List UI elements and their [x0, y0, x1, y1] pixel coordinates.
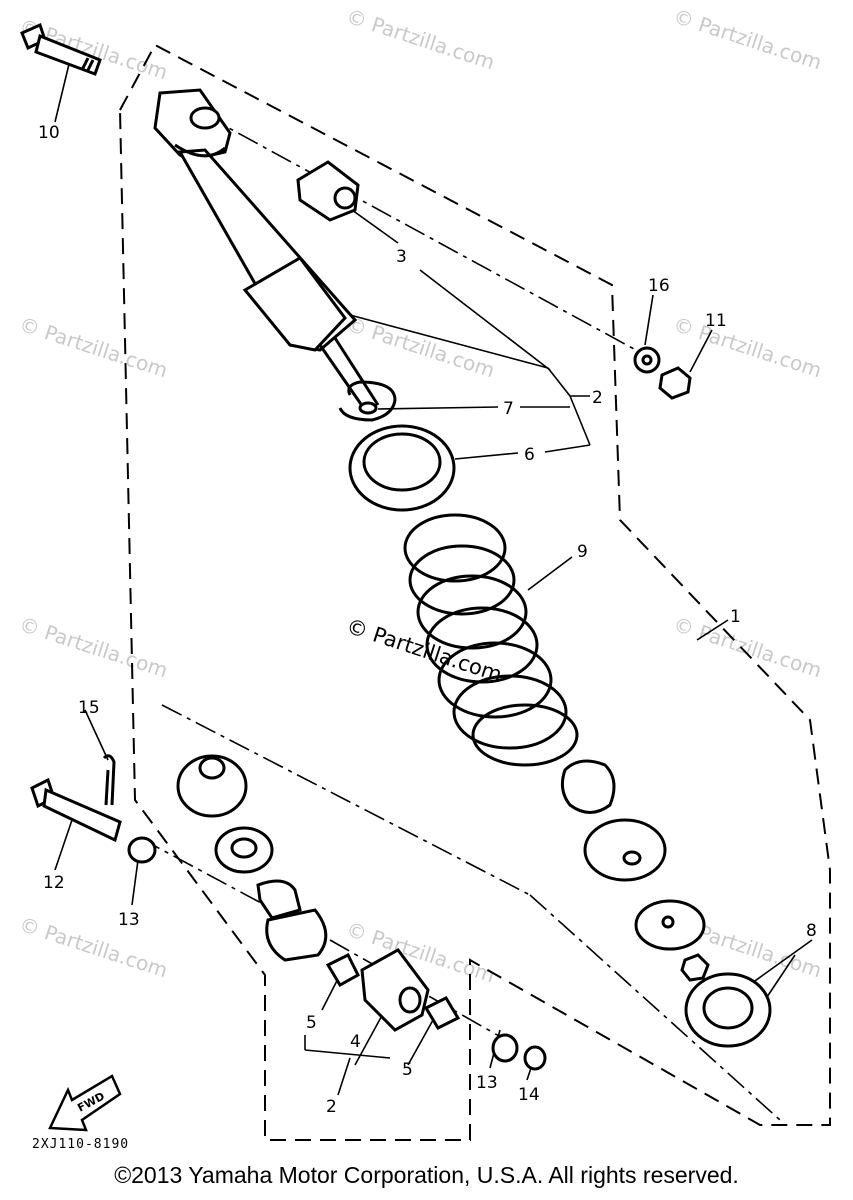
callout-14: 14	[518, 1085, 540, 1105]
callout-5: 5	[402, 1060, 413, 1080]
bump-stopper	[560, 759, 616, 814]
watermark: © Partzilla.com	[16, 312, 170, 383]
center-watermark: © Partzilla.com	[343, 614, 505, 687]
spring-adjuster	[176, 754, 248, 818]
callout-6: 6	[524, 445, 535, 465]
lock-nut-lower	[680, 953, 710, 982]
washer-upper	[633, 346, 661, 374]
callout-8: 8	[806, 921, 817, 941]
coil-spring	[403, 513, 579, 767]
circlip	[338, 380, 397, 422]
callout-11: 11	[705, 311, 727, 331]
lower-seat	[583, 818, 667, 882]
callout-3: 3	[396, 247, 407, 267]
callout-13: 13	[118, 910, 140, 930]
collar	[296, 160, 360, 222]
collar-small-1	[325, 952, 360, 988]
watermark: © Partzilla.com	[16, 912, 170, 983]
lower-bushing	[360, 948, 430, 1032]
forward-arrow-icon: FWD	[48, 1074, 122, 1132]
lower-washer	[491, 1033, 519, 1063]
watermark: © Partzilla.com	[16, 612, 170, 683]
watermark: © Partzilla.com	[343, 312, 497, 383]
drawing-code: 2XJ110-8190	[32, 1137, 129, 1152]
callout-15: 15	[78, 698, 100, 718]
callout-2: 2	[592, 388, 603, 408]
watermark: © Partzilla.com	[670, 612, 824, 683]
callout-12: 12	[43, 873, 65, 893]
callout-16: 16	[648, 276, 670, 296]
lower-pin	[30, 777, 122, 843]
watermark: © Partzilla.com	[670, 4, 824, 75]
callout-7: 7	[503, 399, 514, 419]
washer-large	[634, 899, 706, 951]
collar-small-2	[423, 996, 461, 1030]
callout-5: 5	[306, 1013, 317, 1033]
callout-1: 1	[730, 607, 741, 627]
cotter-pin	[102, 754, 116, 806]
callouts: 10 3 16 11 2 7 6 9 1 15 12 13 8 5 4 5 2 …	[38, 123, 817, 1117]
nut-upper	[658, 366, 692, 400]
lower-washer-2	[523, 1045, 547, 1071]
assembly-outline	[119, 43, 831, 1141]
watermark: © Partzilla.com	[670, 312, 824, 383]
callout-13: 13	[476, 1073, 498, 1093]
callout-4: 4	[350, 1032, 361, 1052]
spring-seat	[348, 424, 456, 512]
copyright-notice: ©2013 Yamaha Motor Corporation, U.S.A. A…	[114, 1162, 739, 1188]
split-collar	[684, 972, 772, 1048]
shock-absorber	[153, 88, 380, 415]
callout-10: 10	[38, 123, 60, 143]
callout-2: 2	[326, 1097, 337, 1117]
upper-bolt	[20, 22, 102, 76]
adjuster-ring	[214, 826, 274, 874]
leader-lines	[54, 59, 813, 1096]
lower-eye	[256, 879, 328, 962]
callout-9: 9	[577, 542, 588, 562]
pin-bushing	[127, 836, 157, 864]
watermark: © Partzilla.com	[343, 4, 497, 75]
